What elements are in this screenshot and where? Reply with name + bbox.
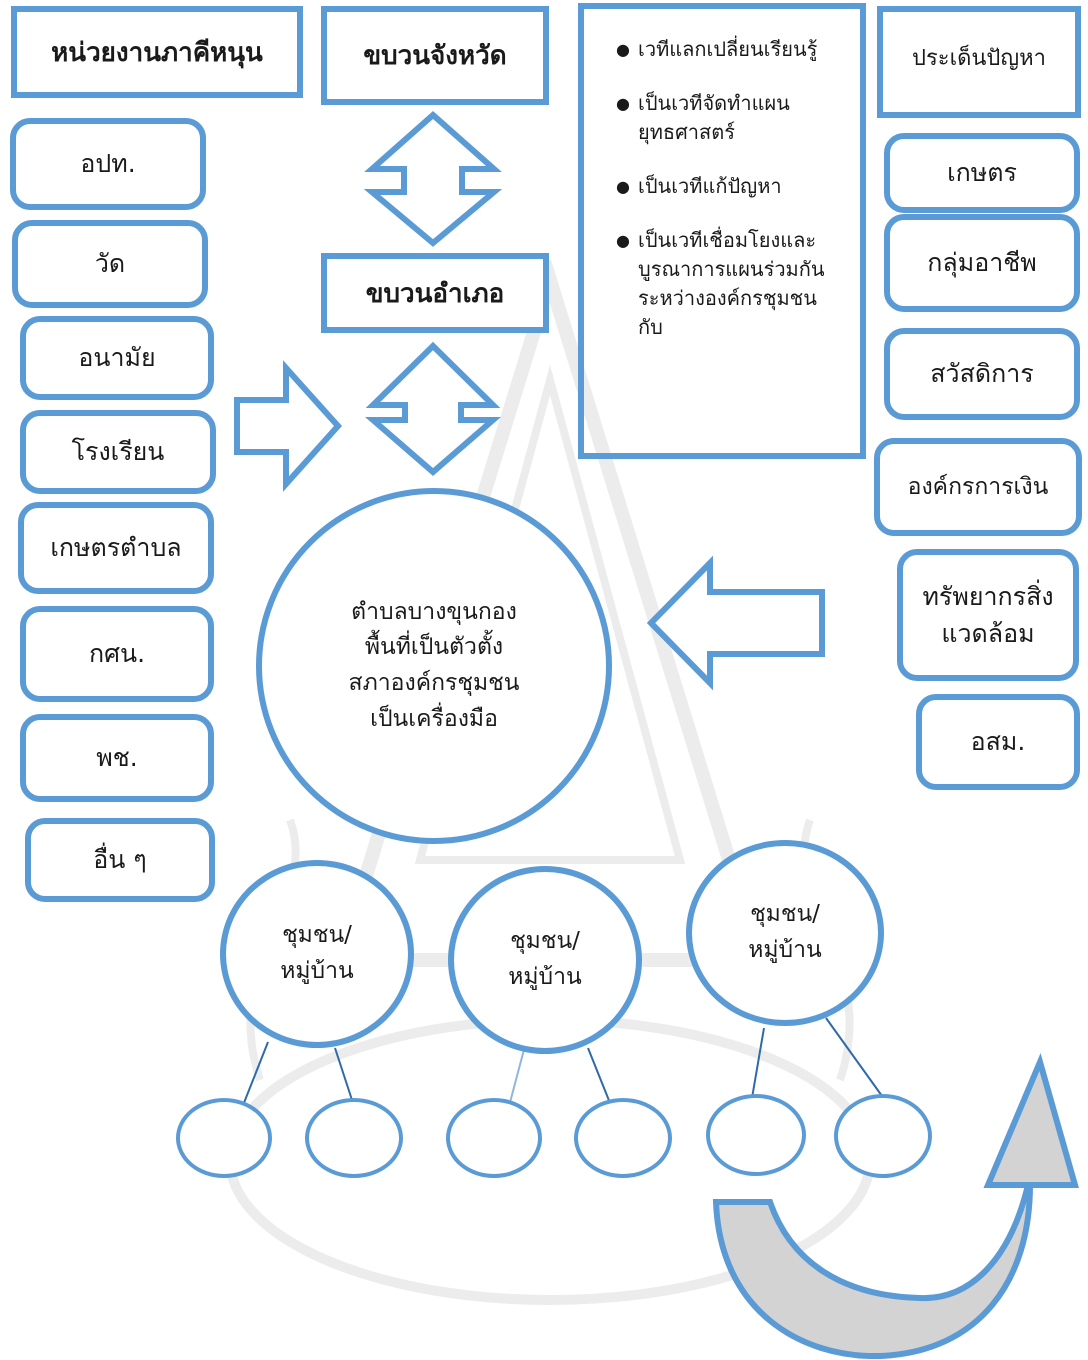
household-circle bbox=[305, 1098, 403, 1178]
center-text: ตำบลบางขุนกอง พื้นที่เป็นตัวตั้ง สภาองค์… bbox=[349, 595, 520, 738]
partner-item: วัด bbox=[12, 220, 208, 308]
forum-item: เป็นเวทีจัดทำแผนยุทธศาสตร์ bbox=[616, 89, 840, 147]
arrow-right-partners bbox=[234, 360, 343, 492]
center-line: เป็นเครื่องมือ bbox=[370, 705, 498, 732]
partner-item: อปท. bbox=[10, 118, 206, 210]
household-circle bbox=[706, 1094, 806, 1176]
partner-item: เกษตรตำบล bbox=[18, 502, 214, 594]
issue-item: กลุ่มอาชีพ bbox=[884, 214, 1080, 312]
forum-item: เวทีแลกเปลี่ยนเรียนรู้ bbox=[616, 35, 840, 64]
issues-title: ประเด็นปัญหา bbox=[877, 6, 1081, 118]
community-circle: ชุมชน/หมู่บ้าน bbox=[448, 866, 642, 1054]
partner-item: อื่น ๆ bbox=[25, 818, 215, 902]
issue-item: องค์กรการเงิน bbox=[874, 438, 1082, 536]
forum-list: เวทีแลกเปลี่ยนเรียนรู้ เป็นเวทีจัดทำแผนย… bbox=[616, 35, 840, 342]
issue-item: ทรัพยากรสิ่งแวดล้อม bbox=[897, 549, 1079, 681]
center-line: สภาองค์กรชุมชน bbox=[348, 670, 520, 696]
connector-line bbox=[334, 1047, 353, 1101]
double-arrow-province-district bbox=[363, 110, 503, 247]
partners-title: หน่วยงานภาคีหนุน bbox=[11, 6, 303, 98]
household-circle bbox=[574, 1098, 672, 1178]
partner-item: กศน. bbox=[20, 606, 214, 702]
connector-line bbox=[507, 1041, 527, 1111]
household-circle bbox=[446, 1098, 542, 1178]
arrow-left-issues bbox=[646, 555, 825, 691]
connector-line bbox=[751, 1027, 765, 1099]
household-circle bbox=[176, 1098, 272, 1178]
issue-item: สวัสดิการ bbox=[884, 328, 1080, 420]
partner-item: อนามัย bbox=[20, 316, 214, 400]
forum-box: เวทีแลกเปลี่ยนเรียนรู้ เป็นเวทีจัดทำแผนย… bbox=[578, 3, 866, 459]
community-circle: ชุมชน/หมู่บ้าน bbox=[686, 840, 884, 1026]
center-circle: ตำบลบางขุนกอง พื้นที่เป็นตัวตั้ง สภาองค์… bbox=[256, 488, 612, 844]
partner-item: โรงเรียน bbox=[20, 410, 216, 494]
connector-line bbox=[587, 1047, 613, 1109]
issue-item: เกษตร bbox=[884, 133, 1080, 213]
issue-item: อสม. bbox=[916, 694, 1080, 790]
forum-item: เป็นเวทีเชื่อมโยงและบูรณาการแผนร่วมกันระ… bbox=[616, 226, 840, 342]
curved-arrow bbox=[712, 1052, 1079, 1359]
double-arrow-district-center bbox=[364, 341, 502, 476]
connector-line bbox=[825, 1017, 883, 1097]
province-box: ขบวนจังหวัด bbox=[321, 6, 549, 105]
household-circle bbox=[834, 1094, 932, 1178]
district-box: ขบวนอำเภอ bbox=[321, 253, 549, 333]
center-line: ตำบลบางขุนกอง bbox=[351, 598, 517, 625]
partner-item: พช. bbox=[20, 714, 214, 802]
forum-item: เป็นเวทีแก้ปัญหา bbox=[616, 172, 840, 201]
community-circle: ชุมชน/หมู่บ้าน bbox=[220, 860, 414, 1048]
center-line: พื้นที่เป็นตัวตั้ง bbox=[364, 634, 504, 661]
